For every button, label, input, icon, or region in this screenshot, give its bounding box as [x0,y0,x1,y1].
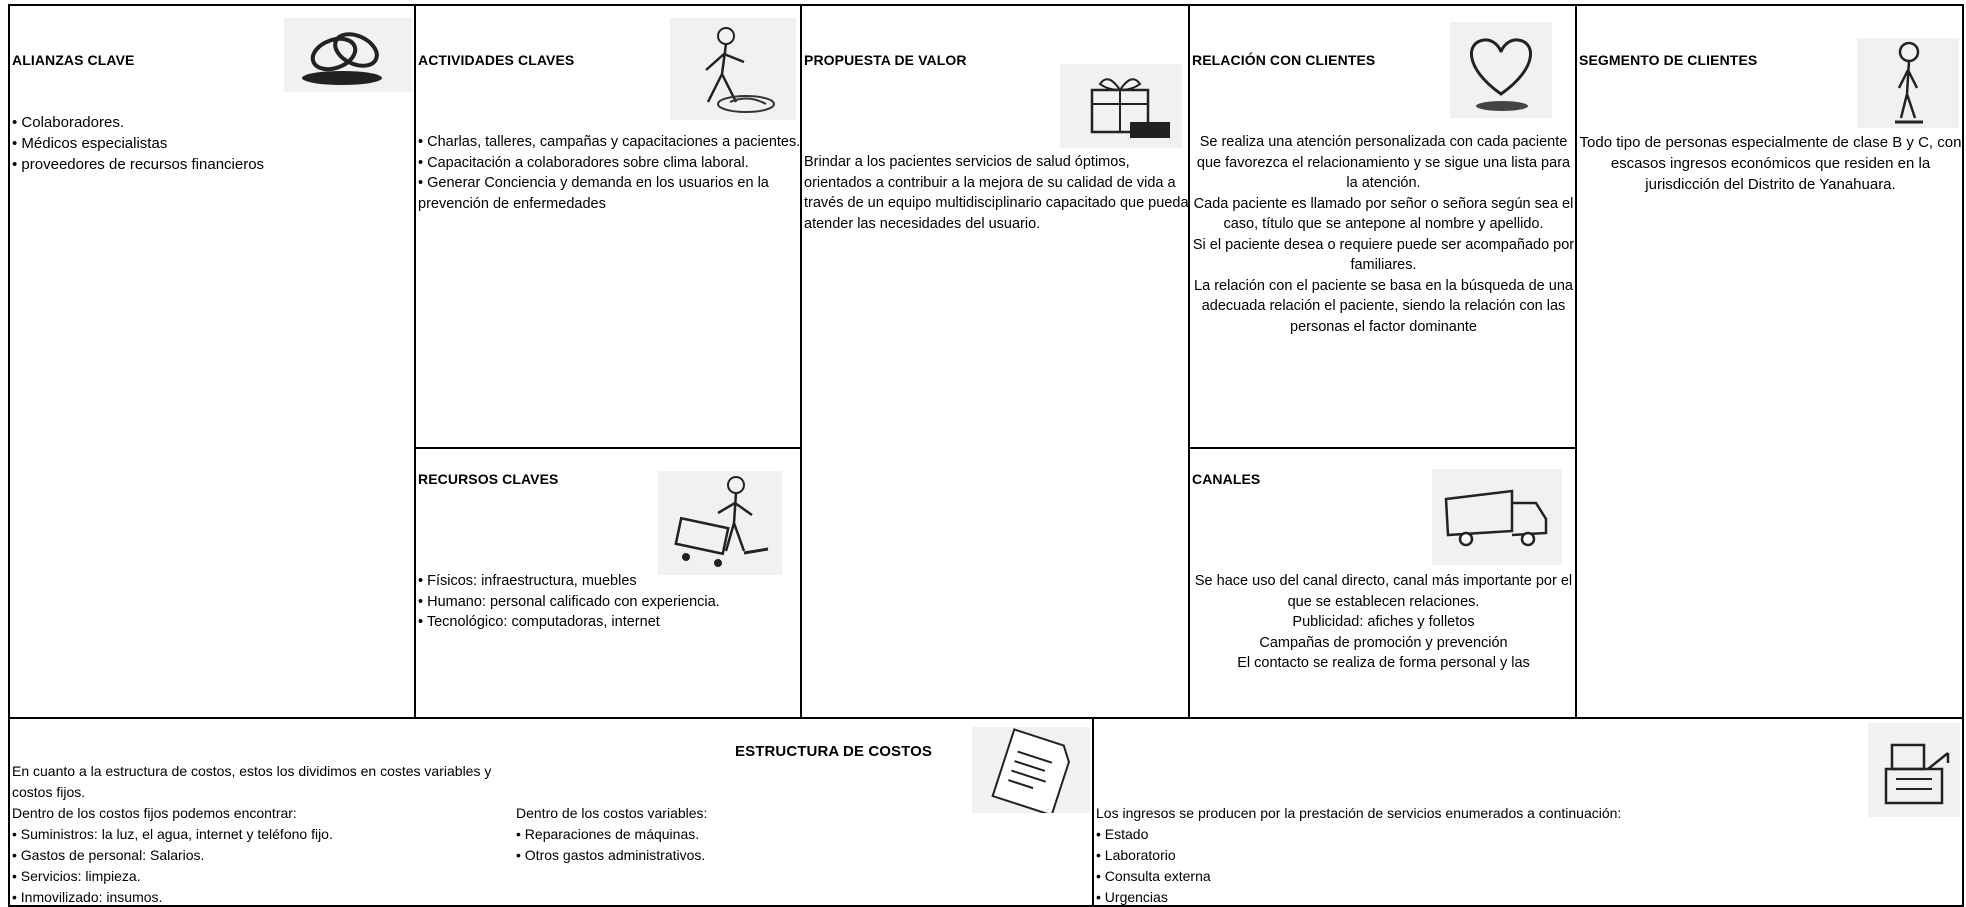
list-item: Generar Conciencia y demanda en los usua… [418,173,800,214]
relationship-line: Cada paciente es llamado por señor o señ… [1193,195,1574,233]
channel-line: Se hace uso del canal directo, canal más… [1194,573,1573,610]
customer-relationships-title: RELACIÓN CON CLIENTES [1192,52,1376,68]
channels-block: CANALES Se hace uso del canal directo, c… [1188,447,1577,720]
value-proposition-title: PROPUESTA DE VALOR [804,52,967,68]
key-activities-content: Charlas, talleres, campañas y capacitaci… [418,132,800,214]
list-item: Inmovilizado: insumos. [12,887,512,905]
list-item: Otros gastos administrativos. [516,845,846,866]
customer-relationships-content: Se realiza una atención personalizada co… [1192,132,1575,337]
fixed-costs-content: En cuanto a la estructura de costos, est… [12,761,512,905]
list-item: Físicos: infraestructura, muebles [418,571,800,592]
key-activities-title: ACTIVIDADES CLAVES [418,52,575,68]
list-item: Urgencias [1096,887,1836,905]
list-item: Humano: personal calificado con experien… [418,592,800,613]
truck-icon [1432,469,1562,565]
revenue-streams-block: INGRESOS Los ingresos se producen por la… [1092,717,1964,907]
key-partners-block: ALIANZAS CLAVE Colaboradores. Médicos es… [8,4,416,720]
relationship-line: Si el paciente desea o requiere puede se… [1192,236,1575,274]
channel-line: El contacto se realiza de forma personal… [1237,655,1530,671]
customer-segments-title: SEGMENTO DE CLIENTES [1579,52,1758,68]
revenue-streams-content: Los ingresos se producen por la prestaci… [1096,803,1836,905]
key-resources-content: Físicos: infraestructura, muebles Humano… [418,571,800,633]
value-proposition-content: Brindar a los pacientes servicios de sal… [804,152,1189,234]
gift-icon [1060,64,1182,148]
relationship-line: Se realiza una atención personalizada co… [1196,134,1571,191]
value-proposition-text: Brindar a los pacientes servicios de sal… [804,154,1189,232]
list-item: Consulta externa [1096,866,1836,887]
person-with-cart-icon [658,471,782,575]
list-item: Capacitación a colaboradores sobre clima… [418,153,800,174]
list-item: proveedores de recursos financieros [12,154,402,175]
key-activities-block: ACTIVIDADES CLAVES Charlas, talleres, ca… [414,4,802,450]
revenue-intro: Los ingresos se producen por la prestaci… [1096,805,1622,821]
customer-segments-block: SEGMENTO DE CLIENTES Todo tipo de person… [1575,4,1964,720]
list-item: Laboratorio [1096,845,1836,866]
cost-structure-title: ESTRUCTURA DE COSTOS [734,743,932,760]
list-item: Charlas, talleres, campañas y capacitaci… [418,132,800,153]
key-partners-title: ALIANZAS CLAVE [12,52,135,68]
channels-title: CANALES [1192,471,1261,487]
customer-segments-content: Todo tipo de personas especialmente de c… [1579,132,1962,195]
worker-icon [670,18,796,120]
list-item: Estado [1096,824,1836,845]
variable-costs-heading: Dentro de los costos variables: [516,805,708,821]
customer-segments-text: Todo tipo de personas especialmente de c… [1579,134,1962,193]
cost-intro: En cuanto a la estructura de costos, est… [12,763,492,800]
person-icon [1857,38,1959,128]
list-item: Reparaciones de máquinas. [516,824,846,845]
receipt-icon [972,727,1090,813]
list-item: Suministros: la luz, el agua, internet y… [12,824,512,845]
channel-line: Campañas de promoción y prevención [1259,634,1508,651]
cost-structure-block: ESTRUCTURA DE COSTOS En cuanto a la estr… [8,717,1094,907]
fixed-costs-heading: Dentro de los costos fijos podemos encon… [12,805,297,821]
list-item: Colaboradores. [12,112,402,133]
key-resources-title: RECURSOS CLAVES [418,471,559,487]
list-item: Médicos especialistas [12,133,402,154]
key-partners-content: Colaboradores. Médicos especialistas pro… [12,112,402,175]
cash-register-icon [1868,723,1960,817]
value-proposition-block: PROPUESTA DE VALOR Brindar a los pacient… [800,4,1190,720]
variable-costs-content: Dentro de los costos variables: Reparaci… [516,803,846,866]
channels-content: Se hace uso del canal directo, canal más… [1192,571,1575,674]
list-item: Gastos de personal: Salarios. [12,845,512,866]
list-item: Servicios: limpieza. [12,866,512,887]
heart-icon [1450,22,1552,118]
channel-line: Publicidad: afiches y folletos [1292,614,1475,630]
relationship-line: La relación con el paciente se basa en l… [1194,277,1573,335]
customer-relationships-block: RELACIÓN CON CLIENTES Se realiza una ate… [1188,4,1577,450]
list-item: Tecnológico: computadoras, internet [418,612,800,633]
chain-links-icon [284,18,412,92]
key-resources-block: RECURSOS CLAVES Físicos: infraestructura… [414,447,802,720]
